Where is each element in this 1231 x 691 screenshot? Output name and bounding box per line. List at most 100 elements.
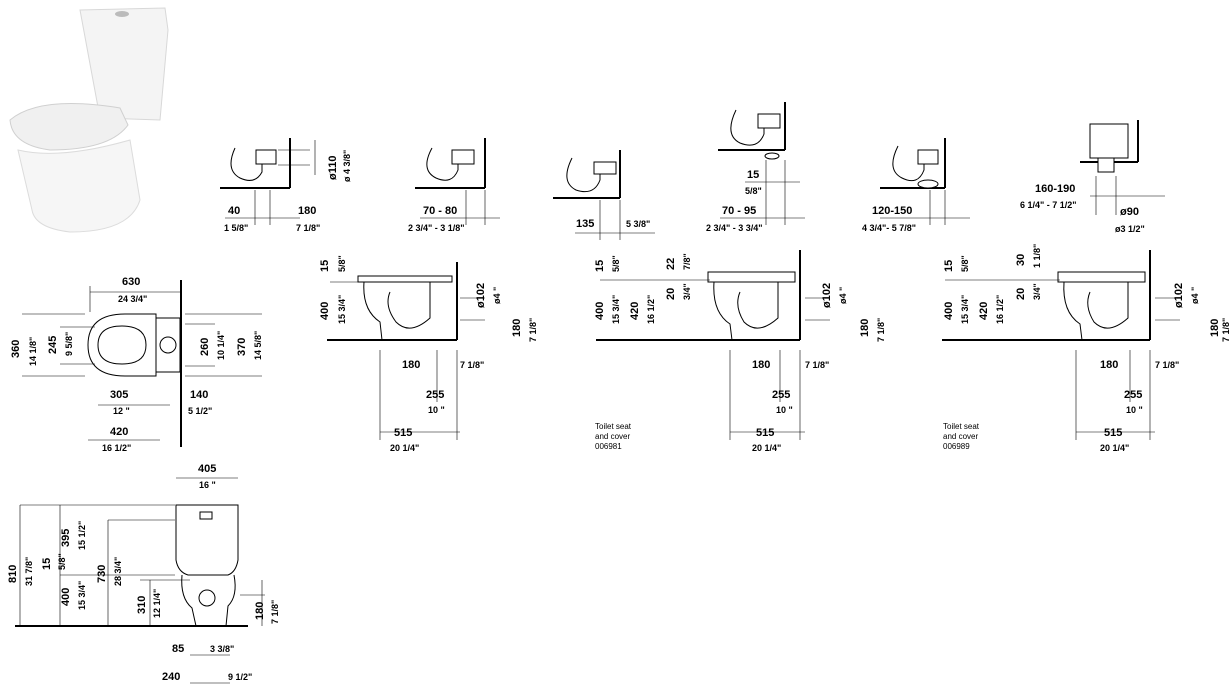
front-width: 405 [198,463,216,475]
plan-c-in: 16 1/2" [102,443,131,453]
plan-h3: 260 [199,338,211,356]
side-2-top: 15 [594,260,606,272]
front-width-in: 16 " [199,480,216,490]
side-3-note-3: 006989 [943,442,970,451]
side-1-top: 15 [319,260,331,272]
side-1-x2-in: 10 " [428,405,445,415]
side-1-top-in: 5/8" [337,255,347,272]
side-3-s1: 30 [1015,254,1027,266]
side-3-h: 400 [943,302,955,320]
side-2-note-3: 006981 [595,442,622,451]
outlet-1-b-in: 7 1/8" [296,223,320,233]
side-2-d: ø102 [821,283,833,308]
side-2-s2: 20 [665,288,677,300]
side-2-s2-in: 3/4" [682,283,692,300]
side-2-v-in: 7 1/8" [876,318,886,342]
outlet-detail-3 [553,150,655,240]
side-2-h: 400 [594,302,606,320]
front-b-in: 5/8" [57,553,67,570]
plan-width: 630 [122,276,140,288]
outlet-detail-4 [718,102,805,225]
side-1-h: 400 [319,302,331,320]
front-view [15,477,265,684]
outlet-5-a-in: 4 3/4"- 5 7/8" [862,223,916,233]
side-3-note-1: Toilet seat [943,422,980,431]
plan-c: 420 [110,426,128,438]
side-3-d: ø102 [1173,283,1185,308]
front-c: 400 [60,588,72,606]
side-2-s1: 22 [665,258,677,270]
front-a-in: 15 1/2" [77,521,87,550]
side-3-s2: 20 [1015,288,1027,300]
side-1-d-in: ø4 " [492,287,502,304]
front-d-in: 28 3/4" [113,557,123,586]
plan-a-in: 12 " [113,406,130,416]
outlet-1-a-in: 1 5/8" [224,223,248,233]
front-k: 240 [162,671,180,683]
front-e-in: 12 1/4" [152,589,162,618]
product-photo [9,7,169,233]
outlet-detail-5 [880,138,970,225]
side-1-h-in: 15 3/4" [337,295,347,324]
front-e: 310 [136,596,148,614]
side-1-d: ø102 [475,283,487,308]
side-3-x3-in: 20 1/4" [1100,443,1129,453]
front-g: 85 [172,643,184,655]
outlet-6-d-in: ø3 1/2" [1115,224,1145,234]
plan-h2-in: 9 5/8" [64,332,74,356]
side-2-x1-in: 7 1/8" [805,360,829,370]
outlet-detail-2 [415,138,500,225]
side-3-x2: 255 [1124,389,1142,401]
front-f: 180 [254,602,266,620]
front-a: 395 [60,529,72,547]
side-3-v: 180 [1209,319,1221,337]
side-2-x1: 180 [752,359,770,371]
side-2-x3-in: 20 1/4" [752,443,781,453]
side-2-x2: 255 [772,389,790,401]
outlet-detail-1 [220,138,316,225]
plan-h2: 245 [47,336,59,354]
side-3-x1: 180 [1100,359,1118,371]
side-2-h2-in: 16 1/2" [646,295,656,324]
side-2-x3: 515 [756,427,774,439]
front-b: 15 [41,558,53,570]
plan-b: 140 [190,389,208,401]
side-3-h2: 420 [978,302,990,320]
outlet-6-d: ø90 [1120,206,1139,218]
outlet-detail-6 [1080,120,1165,215]
side-3-x2-in: 10 " [1126,405,1143,415]
side-view-3 [942,250,1180,440]
side-2-top-in: 5/8" [611,255,621,272]
side-1-x3-in: 20 1/4" [390,443,419,453]
side-2-v: 180 [859,319,871,337]
plan-a: 305 [110,389,128,401]
side-3-top-in: 5/8" [960,255,970,272]
plan-h3-in: 10 1/4" [216,331,226,360]
side-3-d-in: ø4 " [1190,287,1200,304]
side-3-x1-in: 7 1/8" [1155,360,1179,370]
side-3-v-in: 7 1/8" [1221,318,1231,342]
front-h: 810 [7,565,19,583]
plan-h1: 360 [10,340,22,358]
side-view-2 [596,250,830,440]
side-3-s2-in: 3/4" [1032,283,1042,300]
side-3-x3: 515 [1104,427,1122,439]
plan-view [22,280,262,447]
side-2-x2-in: 10 " [776,405,793,415]
front-g-in: 3 3/8" [210,644,234,654]
front-f-in: 7 1/8" [270,600,280,624]
side-1-x2: 255 [426,389,444,401]
outlet-3-a: 135 [576,218,594,230]
side-2-note-1: Toilet seat [595,422,632,431]
side-1-x3: 515 [394,427,412,439]
outlet-4-b-in: 5/8" [745,186,762,196]
front-h-in: 31 7/8" [24,557,34,586]
outlet-5-a: 120-150 [872,205,912,217]
side-3-top: 15 [943,260,955,272]
plan-b-in: 5 1/2" [188,406,212,416]
outlet-1-a: 40 [228,205,240,217]
side-2-s1-in: 7/8" [682,253,692,270]
side-3-note-2: and cover [943,432,978,441]
side-2-d-in: ø4 " [838,287,848,304]
